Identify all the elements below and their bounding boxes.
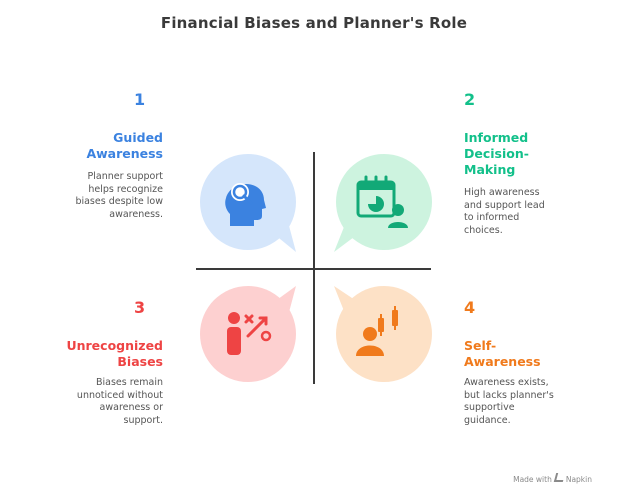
quadrant-2-desc-line: choices. <box>464 224 503 236</box>
quadrant-3-bubble <box>200 286 296 382</box>
quadrant-4-bubble <box>334 286 432 382</box>
quadrant-2-desc-line: High awareness <box>464 187 540 198</box>
quadrant-1-desc-line: helps recognize <box>88 183 163 195</box>
napkin-logo-icon <box>553 473 566 482</box>
quadrant-2-heading-line: Informed <box>464 130 529 145</box>
quadrant-3-desc-line: Biases remain <box>95 377 163 388</box>
quadrant-3-description: Biases remain unnoticed without awarenes… <box>77 377 163 427</box>
quadrant-1-desc-line: awareness. <box>109 208 163 220</box>
quadrant-4-heading-line: Awareness <box>464 354 541 369</box>
quadrant-2-number: 2 <box>464 90 476 109</box>
quadrant-3-desc-line: support. <box>123 414 164 426</box>
quadrant-2-description: High awareness and support lead to infor… <box>464 187 545 237</box>
quadrant-4-description: Awareness exists, but lacks planner's su… <box>464 377 554 427</box>
quadrant-2-heading: Informed Decision- Making <box>464 130 529 178</box>
quadrant-3-number: 3 <box>134 298 146 317</box>
bubble-shape <box>336 154 432 250</box>
head-search-icon <box>225 183 266 226</box>
quadrant-1-heading: Guided Awareness <box>86 130 163 162</box>
quadrant-4-number: 4 <box>464 298 476 317</box>
quadrant-2-heading-line: Making <box>464 162 516 177</box>
quadrant-3-heading-line: Unrecognized <box>66 338 163 353</box>
person-percent-icon <box>227 312 272 355</box>
quadrant-1-heading-line: Awareness <box>86 146 163 161</box>
quadrant-1-heading-line: Guided <box>113 130 163 145</box>
bubble-shape <box>336 286 432 382</box>
quadrant-2-desc-line: and support lead <box>464 199 545 211</box>
quadrant-2-bubble <box>334 154 432 252</box>
quadrant-2-heading-line: Decision- <box>464 146 529 161</box>
quadrant-4-desc-line: supportive <box>464 402 515 413</box>
quadrant-1-desc-line: Planner support <box>87 171 163 182</box>
horizontal-axis <box>196 268 431 270</box>
footer-credit: Made with Napkin <box>513 473 592 484</box>
quadrant-1-bubble <box>200 154 296 252</box>
quadrant-1-description: Planner support helps recognize biases d… <box>75 171 163 221</box>
quadrant-4-desc-line: Awareness exists, <box>464 377 549 388</box>
brand-label: Napkin <box>565 475 592 484</box>
quadrant-3-heading: Unrecognized Biases <box>66 338 163 370</box>
person-candlestick-icon <box>356 306 398 356</box>
quadrant-4-heading: Self- Awareness <box>464 338 541 370</box>
quadrant-4-heading-line: Self- <box>464 338 497 353</box>
quadrant-3-desc-line: unnoticed without <box>76 389 163 401</box>
quadrant-2-desc-line: to informed <box>464 212 520 223</box>
quadrant-1-desc-line: biases despite low <box>75 196 163 207</box>
quadrant-4-desc-line: but lacks planner's <box>464 389 554 401</box>
quadrant-3-heading-line: Biases <box>117 354 163 369</box>
quadrant-3-desc-line: awareness or <box>99 402 163 413</box>
quadrant-1-number: 1 <box>134 90 146 109</box>
quadrant-4-desc-line: guidance. <box>464 414 511 426</box>
calendar-person-icon <box>356 175 408 228</box>
made-with-label: Made with <box>513 475 552 484</box>
diagram-title: Financial Biases and Planner's Role <box>160 14 468 32</box>
